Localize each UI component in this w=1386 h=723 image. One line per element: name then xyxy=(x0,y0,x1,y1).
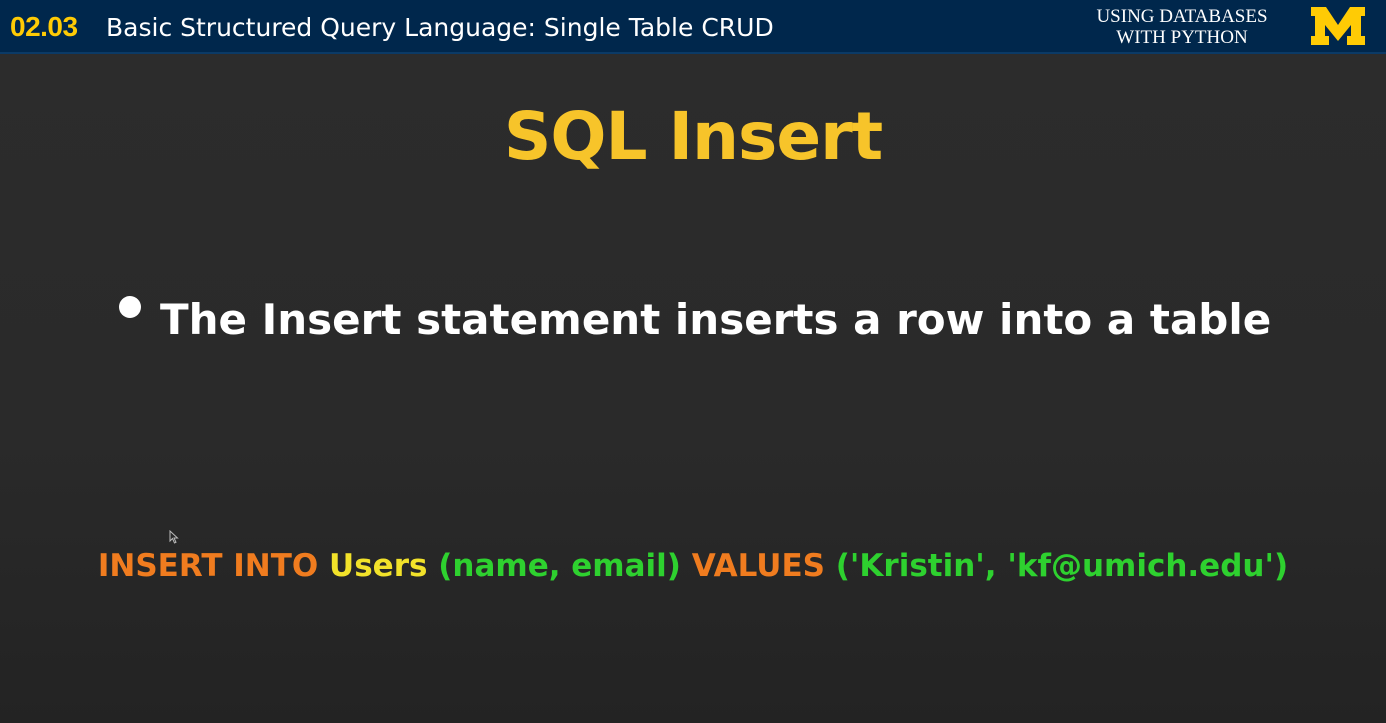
lecture-header-bar: 02.03 Basic Structured Query Language: S… xyxy=(0,0,1386,54)
course-title-line1: USING DATABASES xyxy=(1096,6,1268,27)
bullet-text: The Insert statement inserts a row into … xyxy=(160,295,1272,344)
sql-keyword-values: VALUES xyxy=(691,548,825,584)
course-title: USING DATABASES WITH PYTHON xyxy=(1082,6,1282,48)
bullet-item: The Insert statement inserts a row into … xyxy=(116,290,1316,354)
lesson-title: Basic Structured Query Language: Single … xyxy=(106,13,774,42)
block-m-logo xyxy=(1311,7,1365,45)
sql-value-list: ('Kristin', 'kf@umich.edu') xyxy=(835,548,1289,584)
sql-table-name: Users xyxy=(329,548,428,584)
sql-example: INSERT INTO Users (name, email) VALUES (… xyxy=(0,540,1386,592)
sql-keyword-insert-into: INSERT INTO xyxy=(97,548,319,584)
course-title-line2: WITH PYTHON xyxy=(1116,27,1248,48)
bullet-dot-icon xyxy=(119,296,141,318)
slide-title: SQL Insert xyxy=(503,98,883,175)
sql-column-list: (name, email) xyxy=(438,548,681,584)
lesson-number: 02.03 xyxy=(10,11,78,42)
mouse-pointer-icon xyxy=(169,530,179,544)
